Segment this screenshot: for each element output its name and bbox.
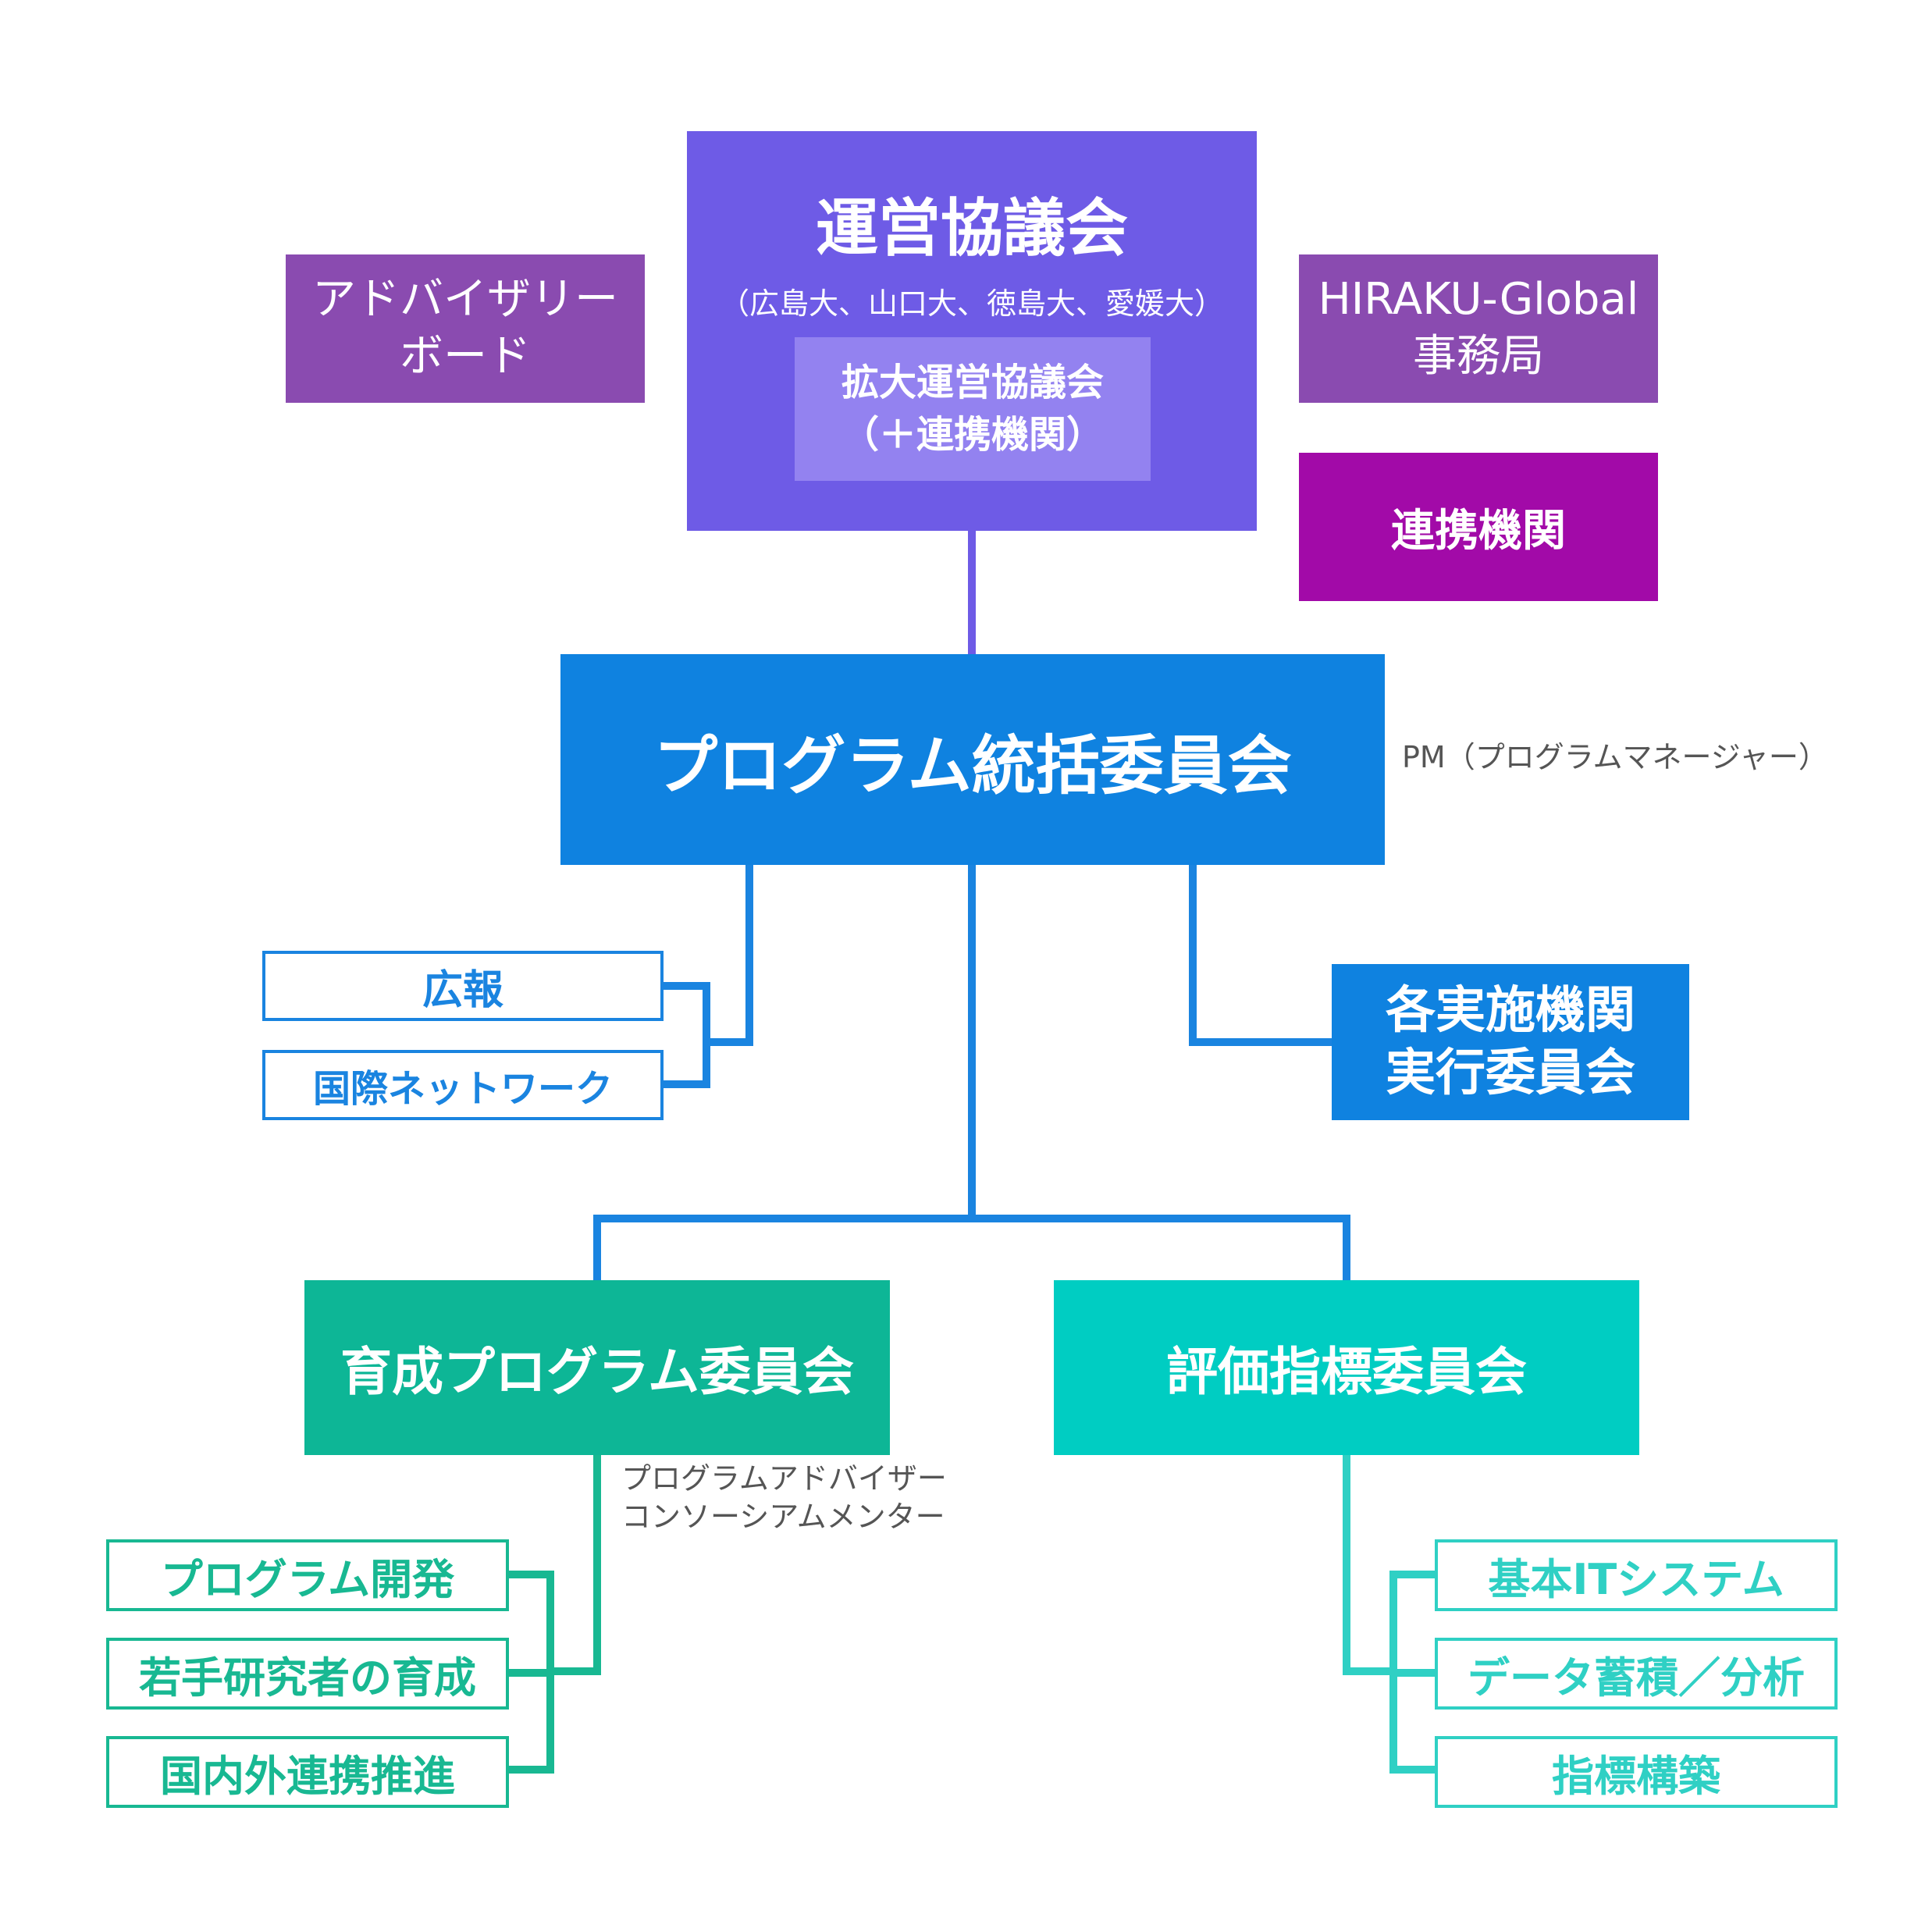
connector-program-left-down (745, 865, 753, 1046)
connector-t3 (1389, 1766, 1435, 1774)
connector-g3 (509, 1766, 554, 1774)
connector-to-evaluation (1343, 1215, 1350, 1280)
connector-exec-horizontal (1189, 1038, 1332, 1046)
connector-training-down (593, 1455, 601, 1675)
training-item-box: 若手研究者の育成 (106, 1638, 509, 1710)
international-network-box: 国際ネットワーク (262, 1050, 664, 1120)
secretariat-line2: 事務局 (1413, 331, 1544, 382)
program-committee-box: プログラム統括委員会 (560, 654, 1385, 865)
expanded-council-line1: 拡大運営協議会 (841, 360, 1104, 404)
evaluation-item-box: データ蓄積／分析 (1435, 1638, 1838, 1710)
steering-council-box: 運営協議会 （広島大、山口大、徳島大、愛媛大） 拡大運営協議会 （＋連携機関） (687, 131, 1257, 531)
secretariat-box: HIRAKU-Global 事務局 (1299, 254, 1658, 403)
international-network-label: 国際ネットワーク (312, 1067, 613, 1111)
connector-left-intl (664, 1080, 710, 1088)
connector-g1 (509, 1571, 554, 1578)
connector-t2 (1389, 1669, 1435, 1677)
connector-steering-program (968, 531, 976, 654)
pm-note: PM（プログラムマネージャー） (1402, 740, 1828, 774)
connector-to-training (593, 1215, 601, 1280)
evaluation-committee-label: 評価指標委員会 (1166, 1342, 1527, 1402)
connector-bottom-horizontal (593, 1215, 1350, 1222)
advisory-board-line2: ボード (400, 331, 531, 382)
evaluation-item-label: 基本ITシステム (1488, 1554, 1784, 1604)
training-item-label: 国内外連携推進 (160, 1751, 455, 1801)
executive-committee-line2: 実行委員会 (1386, 1044, 1635, 1102)
connector-left-horizontal (703, 1038, 753, 1046)
evaluation-item-label: データ蓄積／分析 (1468, 1653, 1805, 1703)
partner-institutions-box: 連携機関 (1299, 453, 1658, 601)
executive-committee-line1: 各実施機関 (1386, 982, 1635, 1040)
connector-t1 (1389, 1571, 1435, 1578)
executive-committee-box: 各実施機関 実行委員会 (1332, 964, 1689, 1120)
connector-program-trunk (968, 865, 976, 1218)
program-committee-label: プログラム統括委員会 (653, 728, 1292, 803)
training-item-box: 国内外連携推進 (106, 1736, 509, 1808)
connector-left-pr (664, 982, 710, 990)
evaluation-committee-box: 評価指標委員会 (1054, 1280, 1639, 1455)
secretariat-line1: HIRAKU-Global (1318, 274, 1639, 326)
training-program-committee-label: 育成プログラム委員会 (340, 1342, 855, 1402)
training-note-line1: プログラムアドバイザー (621, 1461, 947, 1496)
evaluation-item-label: 指標構築 (1552, 1751, 1720, 1801)
connector-left-bracket (703, 982, 710, 1087)
evaluation-item-box: 基本ITシステム (1435, 1539, 1838, 1611)
training-note: プログラムアドバイザー コンソーシアムメンター (621, 1460, 947, 1537)
steering-council-members: （広島大、山口大、徳島大、愛媛大） (719, 286, 1224, 321)
steering-council-title: 運営協議会 (816, 192, 1128, 265)
training-item-label: プログラム開発 (160, 1554, 455, 1604)
connector-evaluation-horizontal (1343, 1667, 1397, 1675)
training-item-box: プログラム開発 (106, 1539, 509, 1611)
advisory-board-box: アドバイザリー ボード (286, 254, 645, 403)
connector-training-horizontal (546, 1667, 601, 1675)
connector-program-exec-down (1189, 865, 1197, 1046)
expanded-council-line2: （＋連携機関） (841, 413, 1104, 457)
training-program-committee-box: 育成プログラム委員会 (304, 1280, 890, 1455)
evaluation-item-box: 指標構築 (1435, 1736, 1838, 1808)
connector-evaluation-down (1343, 1455, 1350, 1675)
partner-institutions-label: 連携機関 (1391, 505, 1566, 557)
connector-g2 (509, 1669, 554, 1677)
training-item-label: 若手研究者の育成 (139, 1653, 476, 1703)
expanded-steering-council-box: 拡大運営協議会 （＋連携機関） (795, 337, 1151, 481)
pr-unit-label: 広報 (422, 966, 503, 1014)
advisory-board-line1: アドバイザリー (312, 274, 618, 326)
training-note-line2: コンソーシアムメンター (621, 1500, 945, 1535)
pr-unit-box: 広報 (262, 951, 664, 1021)
